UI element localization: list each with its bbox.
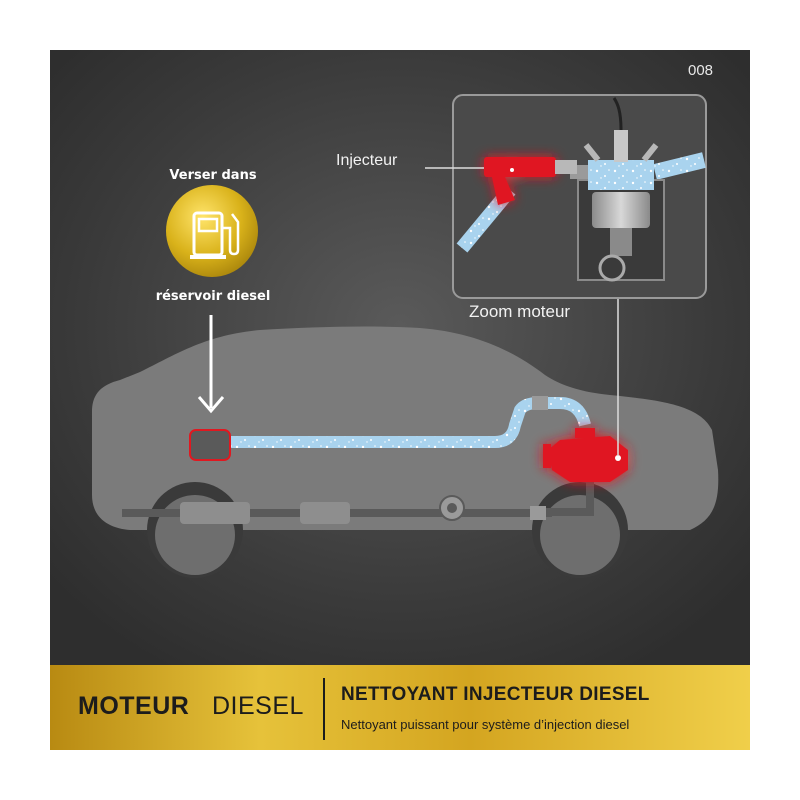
zoom-panel (452, 94, 707, 299)
image-code: 008 (688, 62, 714, 79)
injector-icon (484, 157, 556, 205)
fuel-line (230, 396, 591, 448)
pour-label-bottom: réservoir diesel (155, 289, 271, 304)
exhaust-line (122, 470, 594, 524)
zoom-caption: Zoom moteur (469, 302, 571, 321)
banner (50, 665, 750, 750)
pour-label-top: Verser dans (169, 168, 257, 183)
banner-title: NETTOYANT INJECTEUR DIESEL (341, 684, 650, 705)
injector-label: Injecteur (336, 152, 398, 169)
rear-wheel (540, 495, 620, 575)
engine-block (543, 428, 628, 482)
banner-subtitle: Nettoyant puissant pour système d’inject… (341, 717, 630, 732)
fuel-tank (189, 429, 231, 461)
fuel-pump-icon (166, 185, 258, 277)
banner-brand-light: DIESEL (212, 692, 304, 720)
banner-brand-bold: MOTEUR (78, 692, 190, 720)
